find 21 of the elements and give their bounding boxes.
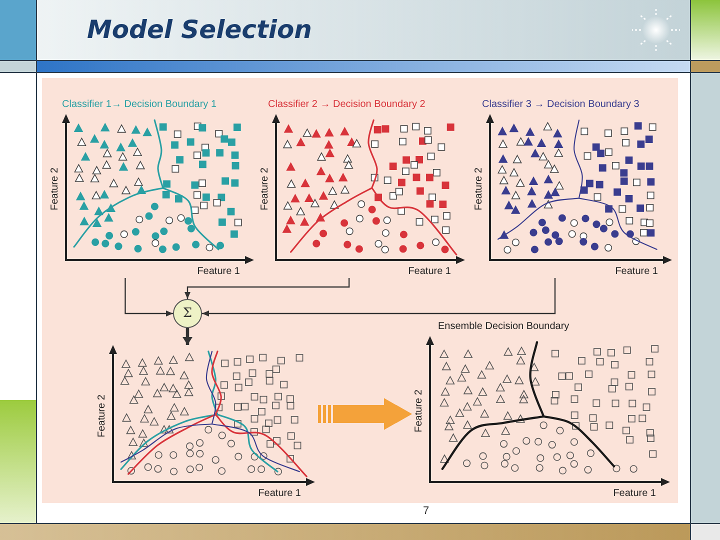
axis-label: Feature 1 [408, 266, 451, 277]
thick-arrow [182, 328, 192, 345]
plot-title: Classifier 1→ Decision Boundary 1 [62, 99, 217, 111]
plot-title: Ensemble Decision Boundary [438, 321, 570, 333]
plot-title: Classifier 3 → Decision Boundary 3 [482, 99, 640, 111]
axis-label: Feature 2 [96, 394, 108, 437]
slide-title: Model Selection [87, 15, 312, 45]
plot-title: Classifier 2 → Decision Boundary 2 [268, 99, 426, 111]
axis-label: Feature 1 [615, 266, 658, 277]
axis-label: Feature 1 [197, 266, 240, 277]
axis-label: Feature 2 [474, 168, 484, 210]
axis-label: Feature 2 [260, 168, 270, 210]
axis-label: Feature 1 [258, 488, 301, 499]
connector-arrow [124, 278, 173, 316]
axis-label: Feature 2 [414, 390, 424, 432]
connector-arrow [184, 278, 350, 299]
axis-label: Feature 2 [50, 168, 60, 210]
block-arrow [318, 398, 412, 430]
connector-arrow [202, 278, 556, 316]
page-number: 7 [423, 505, 430, 518]
axis-label: Feature 1 [613, 488, 656, 499]
